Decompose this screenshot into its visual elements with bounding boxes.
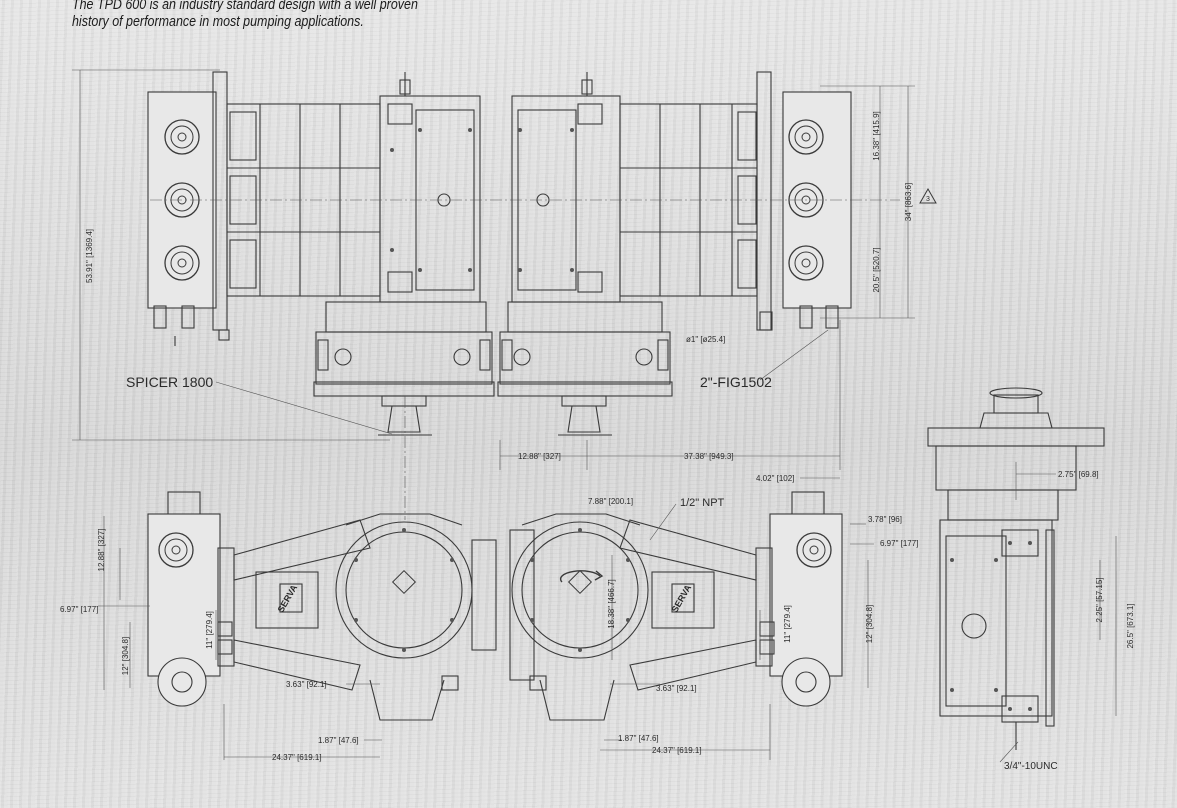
label-fig1502: 2"-FIG1502 (700, 374, 772, 390)
dim-2-75: 2.75" [69.8] (1058, 470, 1099, 479)
svg-text:3: 3 (926, 196, 930, 203)
serva-logo-left: SERVA (276, 583, 300, 615)
dim-24-37-left: 24.37" [619.1] (272, 753, 322, 762)
dim-34: 34" [863.6] (904, 183, 913, 221)
dim-1-87-right: 1.87" [47.6] (618, 734, 659, 743)
dim-12-88-top: 12.88" [327] (518, 452, 561, 461)
dim-3-78: 3.78" [96] (868, 515, 902, 524)
dim-24-37-right: 24.37" [619.1] (652, 746, 702, 755)
dim-2-25: 2.25" [57.15] (1095, 577, 1104, 622)
svg-text:SERVA: SERVA (670, 583, 694, 615)
dim-overall-length: 53.91" [1369.4] (85, 229, 94, 283)
svg-text:SERVA: SERVA (276, 583, 300, 615)
dim-16-38: 16.38" [415.9] (872, 111, 881, 161)
dim-26-5: 26.5" [673.1] (1126, 603, 1135, 648)
dim-18-38: 18.38" [466.7] (607, 579, 616, 629)
top-view-right-pump (497, 71, 852, 436)
dim-11-right: 11" [279.4] (783, 605, 792, 643)
dim-4-02: 4.02" [102] (756, 474, 794, 483)
serva-logo-right: SERVA (670, 583, 694, 615)
dim-12-88-left: 12.88" [327] (97, 529, 106, 572)
dim-20-5: 20.5" [520.7] (872, 247, 881, 292)
dim-37-38: 37.38" [949.3] (684, 452, 734, 461)
dim-6-97-right: 6.97" [177] (880, 539, 918, 548)
caption-line-2: history of performance in most pumping a… (72, 14, 364, 30)
dim-dia-1: ø1" [ø25.4] (686, 335, 725, 344)
dim-7-88: 7.88" [200.1] (588, 497, 633, 506)
label-spicer-1800: SPICER 1800 (126, 374, 213, 390)
side-view-left-pump (147, 491, 497, 721)
label-unc: 3/4"-10UNC (1004, 761, 1058, 772)
dim-3-63-left: 3.63" [92.1] (286, 680, 327, 689)
caption-line-1: The TPD 600 is an industry standard desi… (72, 0, 418, 13)
warning-triangle-icon: 3 (919, 187, 937, 204)
dim-3-63-right: 3.63" [92.1] (656, 684, 697, 693)
dim-12-right: 12" [304.8] (865, 605, 874, 643)
caption: The TPD 600 is an industry standard desi… (72, 0, 433, 31)
dimension-lines (72, 69, 1117, 763)
end-view-pump (927, 387, 1105, 750)
dim-11-left: 11" [279.4] (205, 611, 214, 649)
label-npt: 1/2" NPT (680, 497, 725, 509)
bolt-pattern (354, 128, 1032, 711)
drive-hubs (391, 569, 593, 595)
dim-6-97-left: 6.97" [177] (60, 605, 98, 614)
rotation-arrow-icon (559, 570, 604, 583)
dim-12-left: 12" [304.8] (121, 637, 130, 675)
dim-1-87-left: 1.87" [47.6] (318, 736, 359, 745)
